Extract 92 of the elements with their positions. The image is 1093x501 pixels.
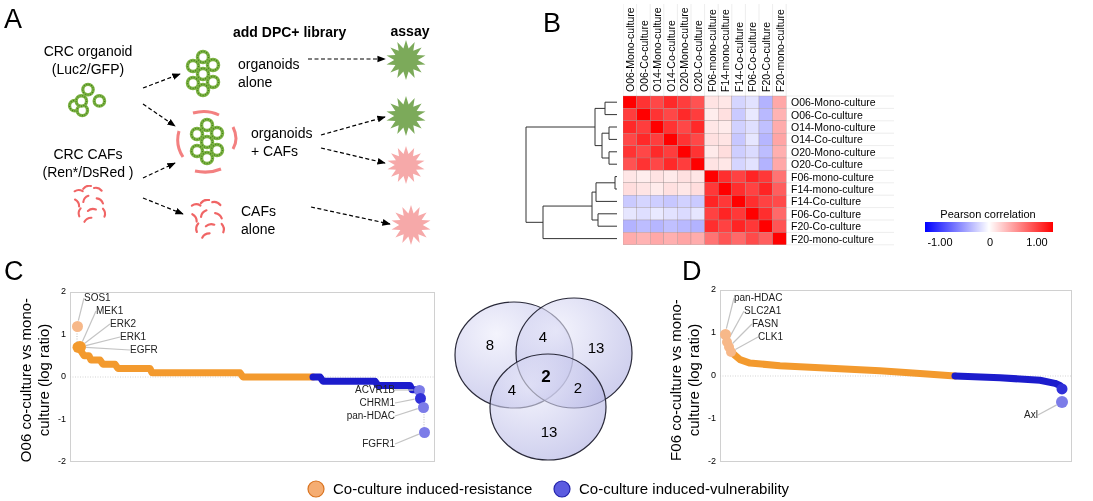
arrow [142, 197, 184, 215]
condition-label: organoids + CAFs [251, 124, 314, 160]
gene-label: CHRM1 [348, 397, 395, 409]
tick-label: 0 [61, 370, 66, 384]
gene-label: CLK1 [758, 331, 788, 343]
data-point [1056, 396, 1068, 408]
data-point [418, 426, 430, 438]
condition-label: organoids alone [238, 54, 301, 91]
scale-tick-label: -1.00 [927, 234, 953, 250]
row-label: F06-mono-culture [791, 170, 874, 183]
column-label: O20-Co-culture [692, 20, 704, 92]
column-label: O14-Co-culture [664, 20, 677, 92]
data-point [726, 347, 736, 357]
row-label: F20-Co-culture [791, 220, 862, 233]
column-label: F06-Co-culture [746, 21, 759, 92]
legend-label: Co-culture induced-vulnerability [579, 479, 790, 499]
column-label: F20-Co-culture [760, 21, 772, 92]
column-label: F20-mono-culture [773, 9, 786, 92]
arrow [142, 73, 181, 89]
venn-count: 13 [587, 337, 605, 358]
scale-tick-label: 1.00 [1026, 234, 1048, 250]
column-label: F14-mono-culture [719, 9, 732, 92]
venn-count: 4 [507, 379, 517, 400]
gene-label: ERK2 [110, 318, 138, 330]
starburst-shape [385, 96, 427, 136]
column-heading: add DPC+ library [233, 23, 347, 42]
gene-label: Axl [1016, 409, 1038, 421]
row-label: F14-mono-culture [791, 183, 874, 195]
data-point [414, 392, 426, 404]
column-label: O06-Mono-culture [624, 7, 636, 92]
row-label: F06-Co-culture [791, 207, 862, 220]
tick-label: 2 [711, 283, 716, 297]
gene-label: ACVR1B [343, 384, 395, 396]
sample-label: CRC organoid (Luc2/GFP) [42, 42, 134, 78]
column-heading: assay [390, 21, 430, 41]
tick-label: 1 [61, 327, 66, 341]
row-label: O14-Mono-culture [791, 121, 876, 133]
row-label: O20-Co-culture [791, 158, 863, 171]
row-label: O14-Co-culture [791, 133, 863, 146]
row-label: O06-Co-culture [791, 108, 863, 121]
tick-label: -2 [58, 455, 66, 469]
panel-letter: C [4, 258, 24, 285]
row-label: O06-Mono-culture [791, 96, 876, 109]
gene-label: ERK1 [120, 331, 148, 343]
gene-label: pan-HDAC [337, 410, 395, 422]
starburst-shape [385, 40, 427, 80]
venn-count: 2 [573, 377, 583, 398]
gene-label: EGFR [130, 344, 160, 356]
arrow [320, 147, 386, 165]
arrow [307, 55, 386, 63]
tick-label: 0 [711, 369, 716, 383]
tick-label: -1 [708, 412, 716, 426]
tick-label: 2 [61, 285, 66, 299]
panel-letter: A [4, 6, 22, 33]
tick-label: 1 [711, 326, 716, 340]
gene-label: FASN [752, 318, 784, 330]
sample-label: CRC CAFs (Ren*/DsRed ) [41, 145, 135, 181]
arrow [142, 162, 176, 179]
column-label: O14-Mono-culture [651, 7, 664, 92]
axis-title: O06 co-culture vs mono-culture (log ratio) [17, 296, 53, 465]
panel-letter: D [682, 258, 702, 285]
column-label: F14-Co-culture [732, 21, 745, 92]
starburst-shape [390, 205, 432, 245]
tick-label: -1 [58, 412, 66, 426]
gene-label: SOS1 [84, 292, 112, 304]
row-label: F14-Co-culture [791, 195, 862, 208]
venn-count: 8 [485, 334, 495, 355]
gene-label: FGFR1 [353, 438, 395, 450]
data-point [71, 320, 83, 332]
data-point [74, 341, 86, 353]
venn-count: 13 [540, 421, 558, 442]
axis-title: F06 co-culture vs mono-culture (log ratio) [667, 298, 703, 463]
arrow [142, 103, 176, 127]
venn-count: 4 [538, 326, 548, 347]
row-label: O20-Mono-culture [791, 145, 876, 158]
gene-label: SLC2A1 [744, 305, 786, 317]
scale-tick-label: 0 [986, 234, 994, 250]
arrow [320, 115, 386, 136]
venn-count: 2 [541, 366, 551, 389]
condition-label: CAFs alone [241, 202, 277, 238]
column-label: O20-Mono-culture [678, 7, 691, 92]
panel-letter: B [543, 10, 561, 37]
tick-label: -2 [708, 455, 716, 469]
legend-label: Co-culture induced-resistance [333, 479, 533, 499]
row-label: F20-mono-culture [791, 232, 874, 245]
column-label: O06-Co-culture [637, 20, 650, 92]
scale-title: Pearson correlation [940, 206, 1036, 222]
gene-label: MEK1 [96, 305, 124, 317]
column-label: F06-mono-culture [705, 9, 718, 92]
gene-label: pan-HDAC [734, 292, 788, 304]
data-point [417, 401, 429, 413]
arrow [310, 206, 391, 226]
